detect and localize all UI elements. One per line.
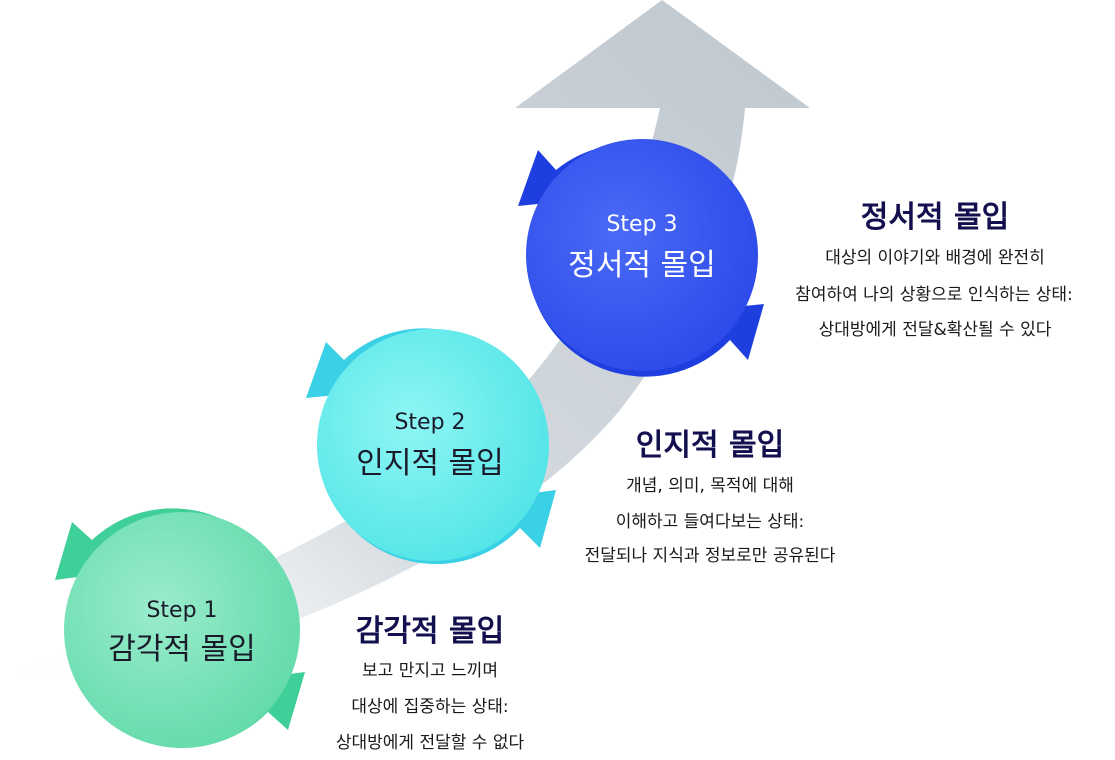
step1-line-3: 상대방에게 전달할 수 없다 <box>335 733 525 753</box>
step1-label: Step 1 <box>146 598 218 623</box>
step2-line-1: 개념, 의미, 목적에 대해 <box>626 476 794 496</box>
step1-cycle-icon <box>55 508 305 748</box>
step3-title: 정서적 몰입 <box>860 200 1010 235</box>
step1-title: 감각적 몰입 <box>355 614 505 649</box>
step3-name: 정서적 몰입 <box>568 248 716 283</box>
step3-line-3: 상대방에게 전달&확산될 수 있다 <box>818 320 1052 340</box>
step2-name: 인지적 몰입 <box>356 446 504 481</box>
step2-circle <box>317 329 549 561</box>
step2-line-3: 전달되나 지식과 정보로만 공유된다 <box>584 546 836 566</box>
step3-line-1: 대상의 이야기와 배경에 완전히 <box>825 248 1045 268</box>
step1-line-2: 대상에 집중하는 상태: <box>351 697 509 717</box>
step1-circle <box>64 512 300 748</box>
step3-circle <box>526 139 758 371</box>
step3-label: Step 3 <box>606 212 678 237</box>
step3-cycle-icon <box>518 139 764 377</box>
step2-label: Step 2 <box>394 410 466 435</box>
step1-line-1: 보고 만지고 느끼며 <box>362 661 498 681</box>
step2-cycle-icon <box>306 328 556 565</box>
step2-title: 인지적 몰입 <box>635 428 785 463</box>
step1-name: 감각적 몰입 <box>108 632 256 667</box>
step3-line-2: 참여하여 나의 상황으로 인식하는 상태: <box>795 285 1073 305</box>
step2-line-2: 이해하고 들여다보는 상태: <box>615 512 805 532</box>
